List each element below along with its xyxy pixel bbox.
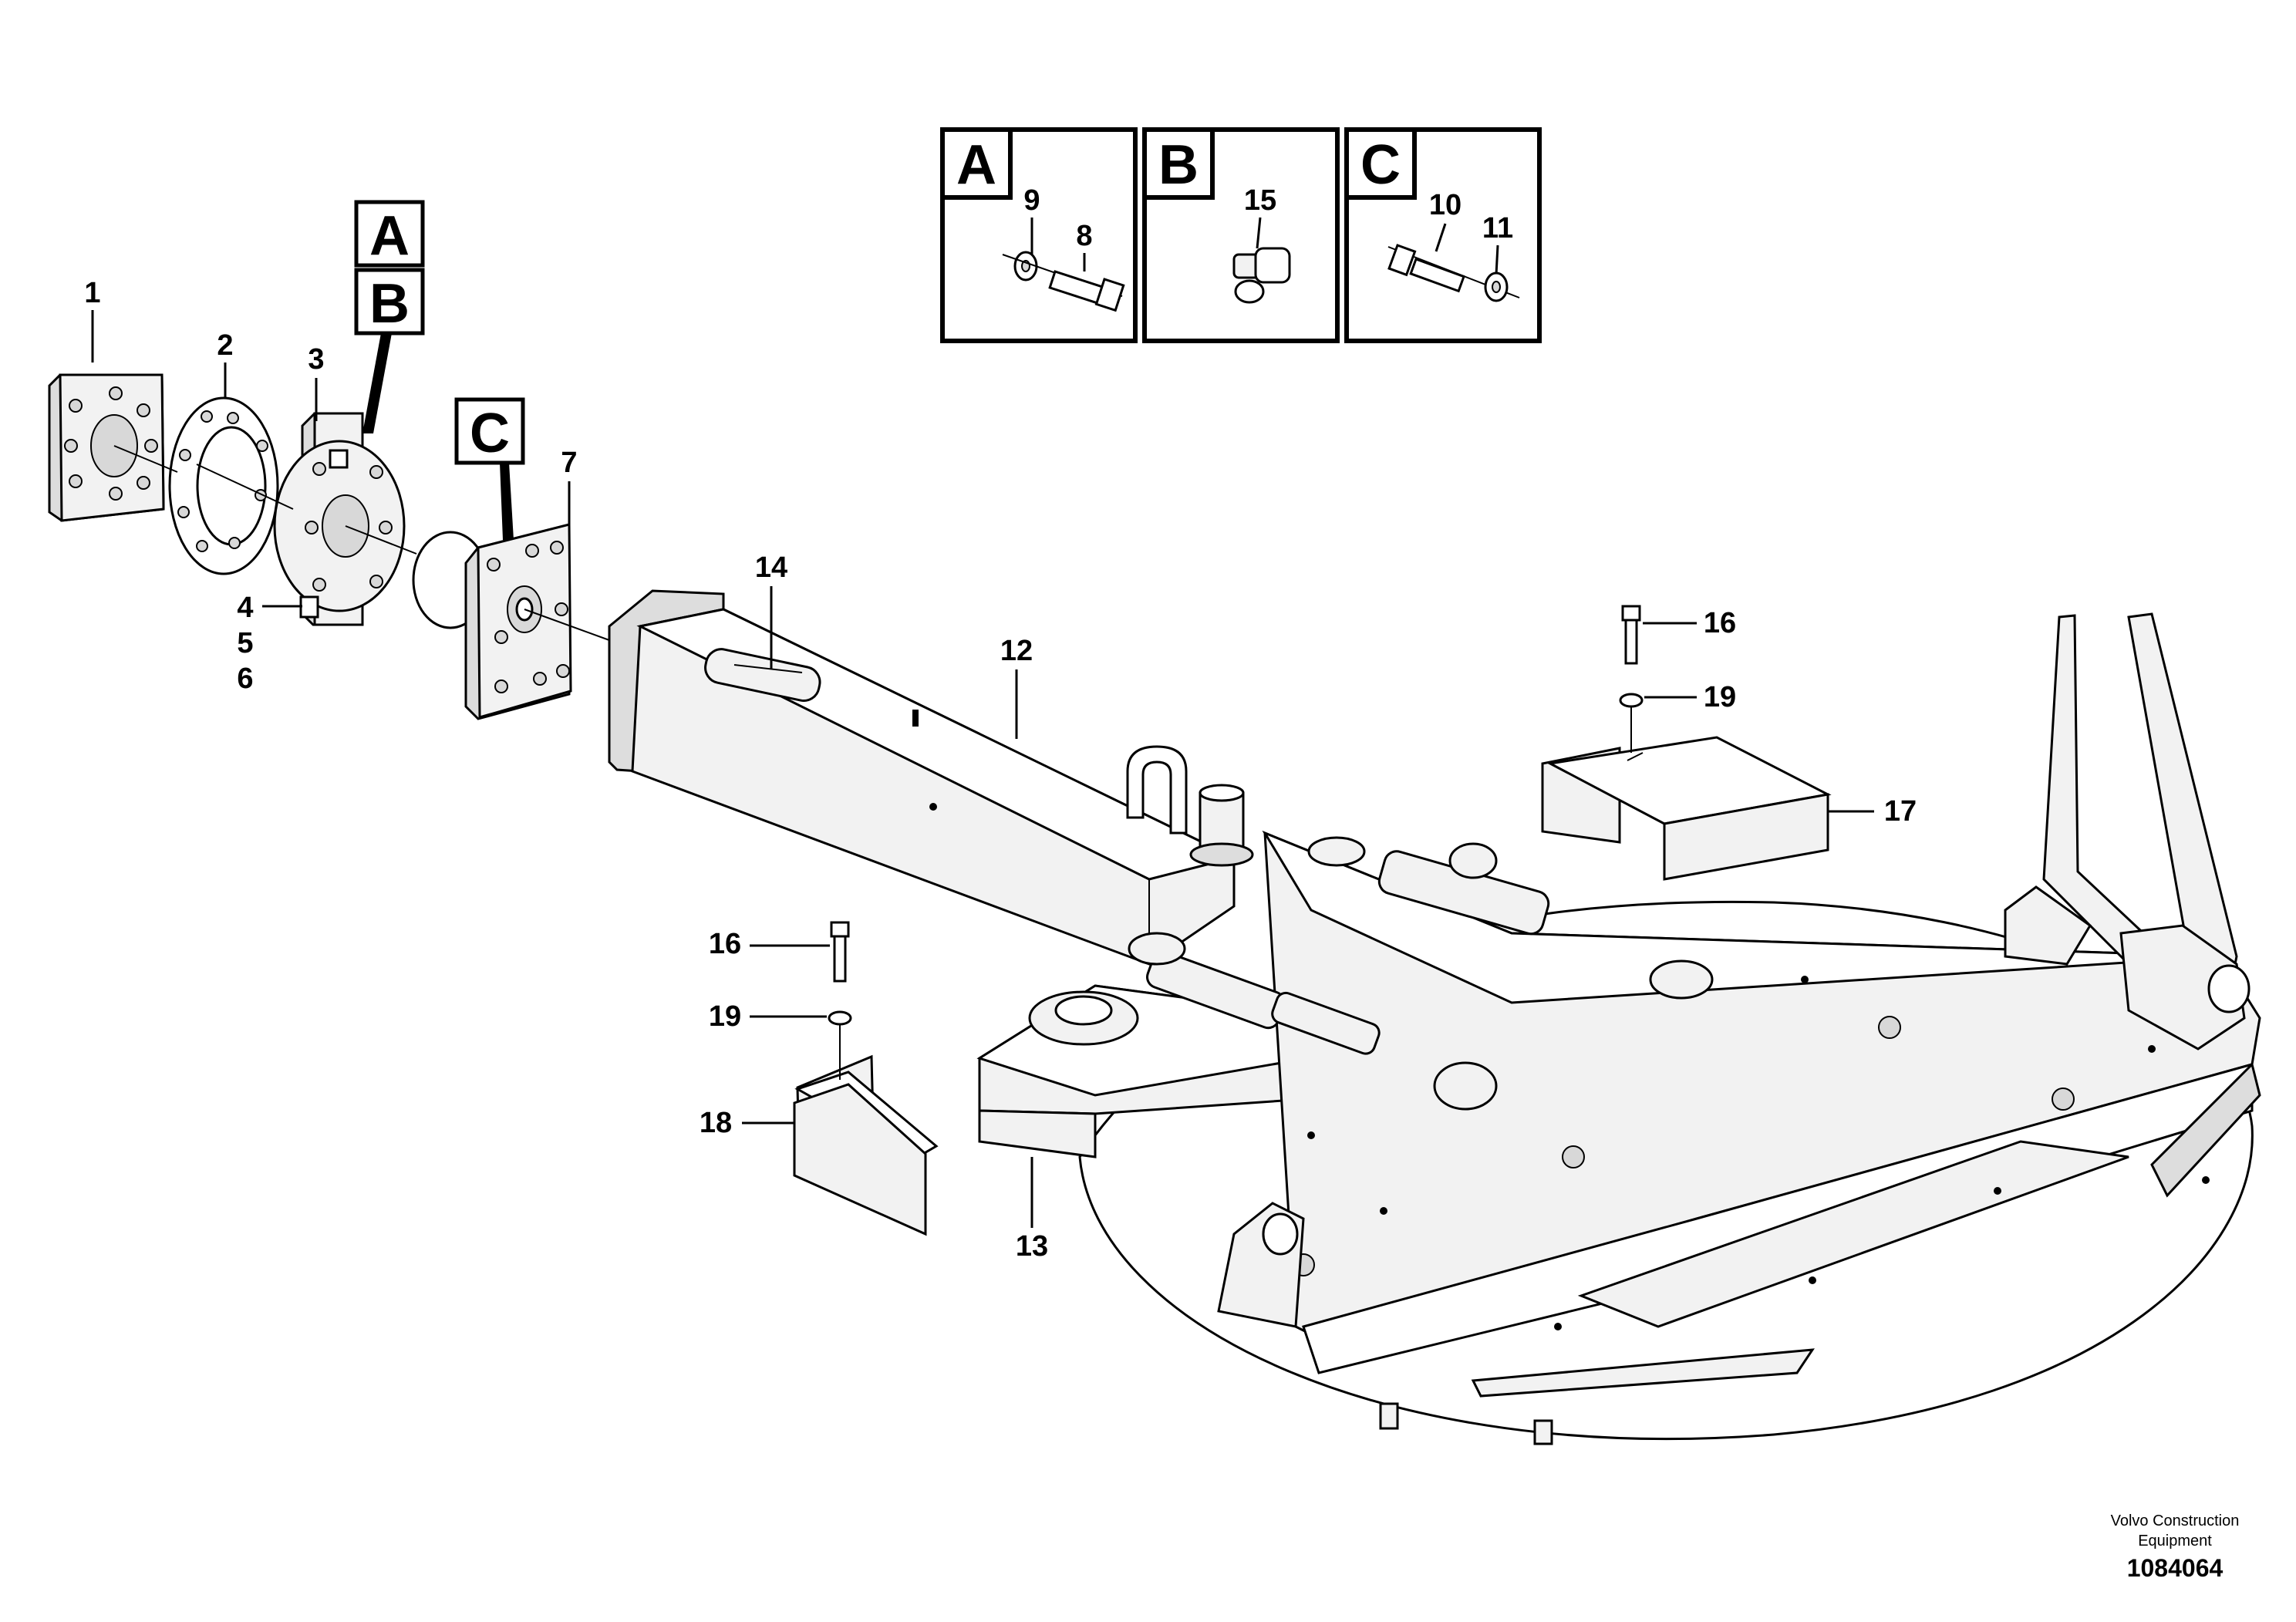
callout-18: 18 (700, 1107, 732, 1139)
callout-16-lower: 16 (709, 928, 741, 960)
company-name-line1: Volvo Construction (2111, 1512, 2240, 1529)
callout-9: 9 (1023, 184, 1040, 217)
callout-11: 11 (1482, 212, 1513, 244)
detail-box-c-letter: C (1360, 134, 1401, 196)
callout-19-lower: 19 (709, 1000, 741, 1033)
callout-3: 3 (308, 343, 324, 376)
bolt-16-upper (1621, 605, 1641, 665)
gasket-ring-2 (168, 396, 279, 575)
bolt-8 (1048, 270, 1125, 312)
detail-box-a-letter: A (956, 134, 996, 196)
stacked-label-arrow (362, 333, 392, 433)
bolt-16-lower (830, 921, 850, 983)
callout-15: 15 (1244, 184, 1276, 217)
callout-6: 6 (237, 663, 253, 695)
grease-nipple-15 (1232, 247, 1291, 304)
washer-19-upper (1619, 693, 1644, 708)
flange-plate-1 (48, 373, 165, 522)
callout-4: 4 (237, 592, 253, 624)
washer-19-lower (828, 1010, 852, 1026)
callout-1: 1 (84, 277, 100, 309)
guard-plate-18 (793, 1054, 939, 1236)
detail-box-a: A 9 8 (940, 127, 1138, 343)
turntable-base (976, 830, 2261, 1445)
c-label-letter: C (470, 403, 510, 464)
stacked-label-b: B (369, 273, 410, 335)
detail-box-c: C 10 11 (1344, 127, 1542, 343)
cylinder-lower (1028, 932, 1498, 1111)
callout-7: 7 (561, 447, 577, 479)
callout-12: 12 (1000, 635, 1033, 667)
bearing-block-3 (273, 412, 406, 626)
c-label: C (454, 397, 525, 540)
flange-plate-7 (464, 523, 572, 720)
callout-16-upper: 16 (1704, 607, 1736, 639)
callout-14: 14 (755, 551, 787, 584)
callout-10: 10 (1429, 189, 1462, 221)
washer-11 (1484, 271, 1509, 302)
callout-19-upper: 19 (1704, 681, 1736, 713)
stacked-label-a: A (369, 205, 410, 267)
c-label-arrow (500, 463, 514, 540)
callout-2: 2 (217, 329, 233, 362)
callout-5: 5 (237, 627, 253, 659)
drawing-number: 1084064 (2127, 1554, 2224, 1582)
pivot-lug (1217, 1202, 1305, 1328)
washer-9 (1013, 251, 1038, 282)
company-name-line2: Equipment (2138, 1533, 2212, 1549)
cylinder-upper (1307, 836, 1714, 1000)
upper-boom (2004, 612, 2250, 1050)
callout-8: 8 (1076, 220, 1092, 252)
callout-17: 17 (1884, 795, 1917, 828)
bolt-10 (1387, 244, 1465, 293)
guard-plate-17 (1541, 736, 1832, 881)
boom-arm-12 (608, 589, 1238, 966)
detail-box-b: B 15 (1142, 127, 1340, 343)
stacked-labels-ab: A B (354, 200, 425, 433)
callout-13: 13 (1016, 1230, 1048, 1263)
detail-box-b-letter: B (1158, 134, 1199, 196)
